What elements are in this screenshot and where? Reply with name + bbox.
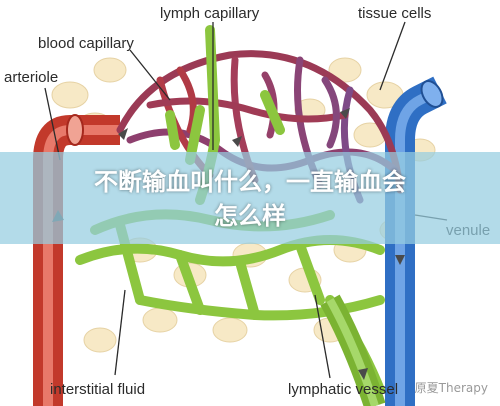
- leader-lymphatic-vessel: [314, 294, 331, 379]
- title-line-1: 不断输血叫什么，一直输血会: [94, 168, 406, 196]
- label-blood-capillary: blood capillary: [38, 35, 134, 52]
- lymphatic-vessel: [320, 294, 386, 406]
- label-interstitial-fluid: interstitial fluid: [50, 381, 146, 398]
- leader-blood-capillary: [129, 49, 171, 101]
- title-banner: 不断输血叫什么，一直输血会 怎么样: [0, 152, 500, 244]
- leader-arteriole: [44, 87, 61, 161]
- venule-opening: [420, 80, 444, 108]
- venule-highlight: [395, 85, 443, 406]
- leader-interstitial-fluid: [114, 289, 126, 376]
- watermark: 原夏Therapy: [414, 381, 488, 395]
- label-tissue-cells: tissue cells: [358, 5, 432, 22]
- label-arteriole: arteriole: [4, 69, 59, 86]
- title-line-2: 怎么样: [214, 202, 286, 230]
- label-lymphatic-vessel: lymphatic vessel: [288, 381, 399, 398]
- arteriole-opening: [66, 114, 84, 146]
- leader-tissue-cells: [379, 21, 406, 91]
- label-lymph-capillary: lymph capillary: [160, 5, 260, 22]
